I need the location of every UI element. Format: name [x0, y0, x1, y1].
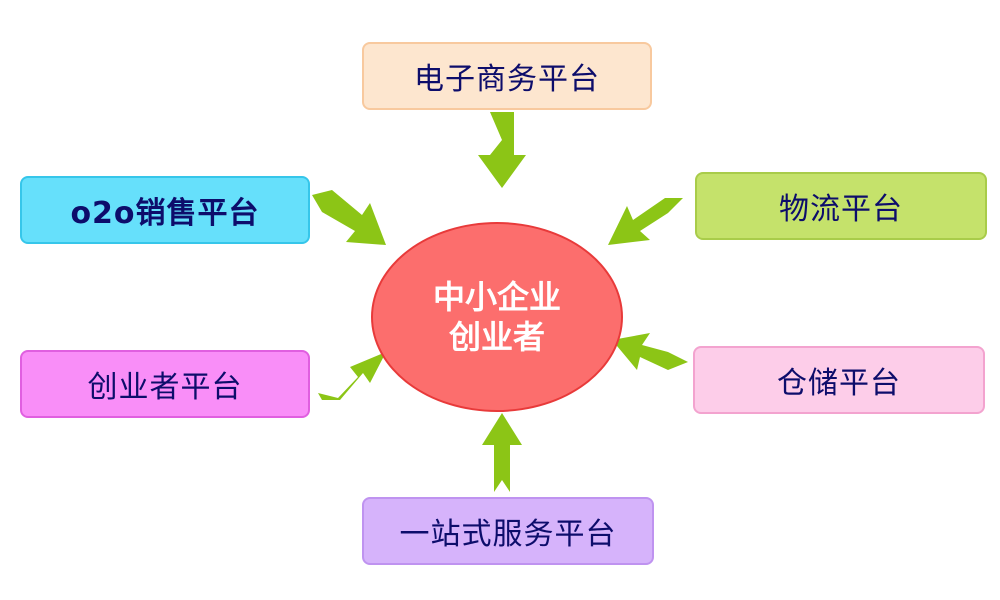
arrow-logistics-icon [608, 198, 683, 245]
node-ecommerce-label: 电子商务平台 [414, 62, 600, 97]
node-onestop-label: 一站式服务平台 [399, 517, 617, 552]
node-entrepreneur-label: 创业者平台 [87, 370, 243, 405]
center-node: 中小企业 创业者 [371, 222, 623, 412]
arrow-onestop-icon [482, 413, 522, 492]
node-onestop: 一站式服务平台 [362, 497, 654, 565]
arrow-ecommerce-icon [478, 112, 526, 188]
node-ecommerce: 电子商务平台 [362, 42, 652, 110]
center-line-1: 中小企业 [432, 278, 561, 316]
node-o2o: o2o销售平台 [20, 176, 310, 244]
node-warehouse-label: 仓储平台 [777, 366, 901, 401]
node-logistics: 物流平台 [695, 172, 987, 240]
arrow-o2o-icon [312, 190, 386, 245]
node-entrepreneur: 创业者平台 [20, 350, 310, 418]
center-line-2: 创业者 [448, 318, 545, 356]
node-o2o-label: o2o销售平台 [70, 196, 260, 231]
arrow-entrepreneur-icon [318, 352, 386, 400]
arrow-warehouse-icon [612, 333, 688, 370]
node-logistics-label: 物流平台 [779, 192, 903, 227]
node-warehouse: 仓储平台 [693, 346, 985, 414]
